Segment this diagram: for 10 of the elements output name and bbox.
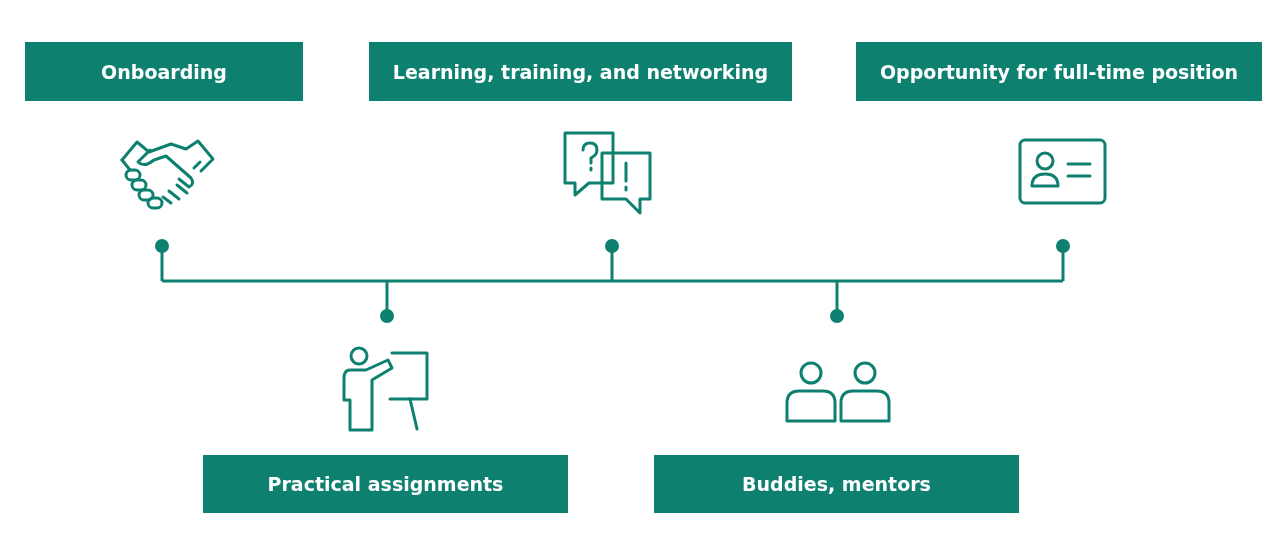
box-label: Opportunity for full-time position (879, 60, 1239, 83)
label-box (203, 455, 568, 513)
box-label: Learning, training, and networking (392, 60, 769, 83)
label-box (654, 455, 1019, 513)
box-label: Onboarding (101, 60, 227, 83)
label-box (369, 42, 792, 101)
label-box (856, 42, 1262, 101)
box-label: Buddies, mentors (742, 473, 931, 495)
box-label: Practical assignments (267, 473, 504, 495)
label-box (25, 42, 303, 101)
